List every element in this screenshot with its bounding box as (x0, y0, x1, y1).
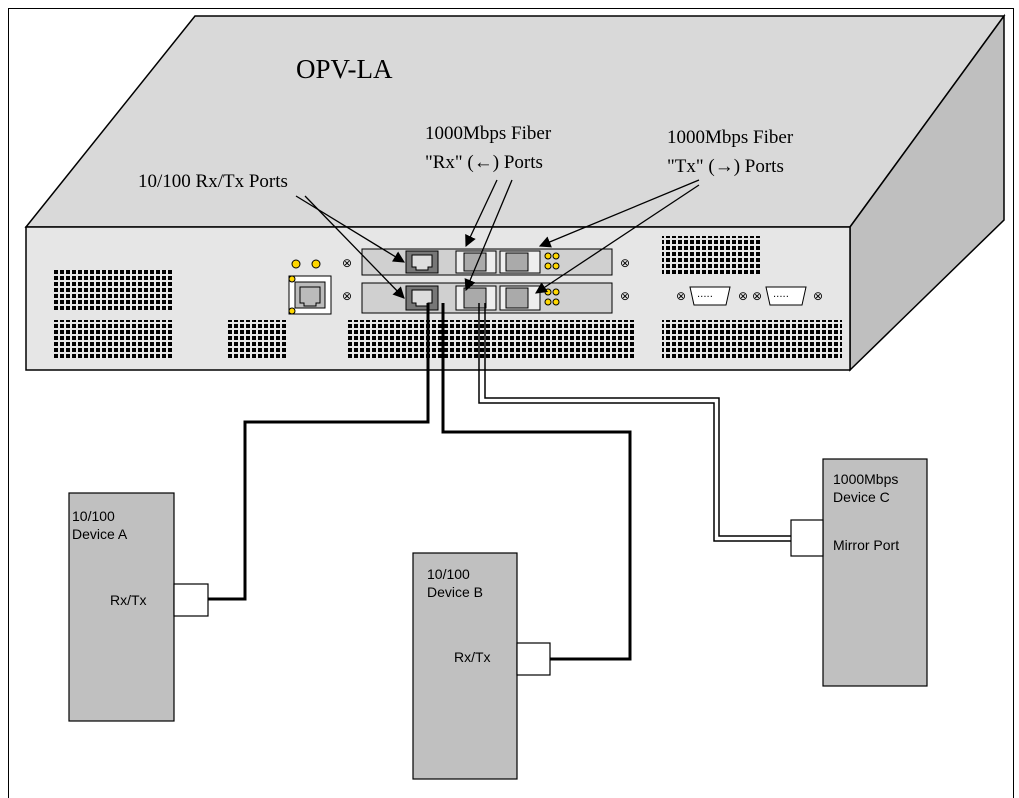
serial-connectors: ⊗ ····· ⊗ ⊗ ····· ⊗ (676, 286, 823, 306)
callout-fiber-tx-line2: "Tx" (→) Ports (667, 156, 784, 177)
device-c-line2: Device C (833, 489, 890, 505)
svg-text:⊗: ⊗ (676, 289, 686, 303)
screw-icon: ⊗ ⊗ ⊗ ⊗ (342, 256, 630, 303)
svg-text:⊗: ⊗ (620, 289, 630, 303)
arrow-copper-bottom (304, 195, 405, 299)
device-a-port-label: Rx/Tx (110, 592, 147, 608)
device-b-box (412, 552, 518, 780)
device-c-port (790, 519, 824, 557)
svg-text:⊗: ⊗ (342, 289, 352, 303)
port-module-top (361, 248, 613, 276)
device-a-box (68, 492, 175, 722)
port-module-bottom (361, 282, 613, 314)
vent-grille (662, 320, 842, 360)
device-b-line2: Device B (427, 584, 483, 600)
callout-fiber-tx-line1: 1000Mbps Fiber (667, 127, 794, 148)
svg-text:⊗: ⊗ (752, 289, 762, 303)
figure-frame (8, 8, 1014, 798)
arrow-fiber-rx-top (465, 179, 498, 248)
device-b-line1: 10/100 (427, 566, 470, 582)
arrow-fiber-rx-bottom (464, 179, 513, 292)
svg-text:·····: ····· (773, 292, 789, 303)
svg-text:⊗: ⊗ (342, 256, 352, 270)
device-b: 10/100 Device B Rx/Tx (412, 552, 551, 780)
device-a-port (173, 583, 209, 617)
cable-device-b (441, 303, 632, 661)
vent-grille (228, 320, 288, 360)
device-c-port-label: Mirror Port (833, 537, 899, 553)
cables (208, 303, 791, 661)
device-a: 10/100 Device A Rx/Tx (68, 492, 209, 722)
svg-text:⊗: ⊗ (620, 256, 630, 270)
cable-device-c-outer (478, 303, 791, 542)
vent-grille (346, 320, 636, 360)
arrow-fiber-tx-top (538, 179, 700, 248)
vent-grille (52, 270, 172, 310)
svg-text:⊗: ⊗ (813, 289, 823, 303)
callout-fiber-rx-line1: 1000Mbps Fiber (425, 123, 552, 144)
device-a-line2: Device A (72, 526, 128, 542)
management-port (288, 259, 332, 315)
svg-text:·····: ····· (697, 292, 713, 303)
callout-fiber-rx-line2: "Rx" (←) Ports (425, 152, 543, 173)
device-name: OPV-LA (296, 54, 393, 84)
vent-grille (662, 236, 762, 276)
cable-device-c-inner (484, 303, 791, 537)
callout-copper-ports: 10/100 Rx/Tx Ports (138, 171, 288, 192)
callout-arrows (295, 179, 700, 299)
opv-la-chassis: ⊗ ⊗ ⊗ ⊗ (24, 13, 1006, 372)
chassis-top (24, 15, 1006, 228)
device-c-line1: 1000Mbps (833, 471, 898, 487)
cable-device-a (208, 303, 430, 601)
device-b-port (516, 642, 551, 676)
vent-grille (52, 320, 172, 360)
device-c-box (822, 458, 928, 687)
device-b-port-label: Rx/Tx (454, 649, 491, 665)
arrow-copper-top (295, 195, 405, 263)
arrow-fiber-tx-bottom (535, 184, 700, 294)
svg-text:⊗: ⊗ (738, 289, 748, 303)
device-a-line1: 10/100 (72, 508, 115, 524)
device-c: 1000Mbps Device C Mirror Port (790, 458, 928, 687)
